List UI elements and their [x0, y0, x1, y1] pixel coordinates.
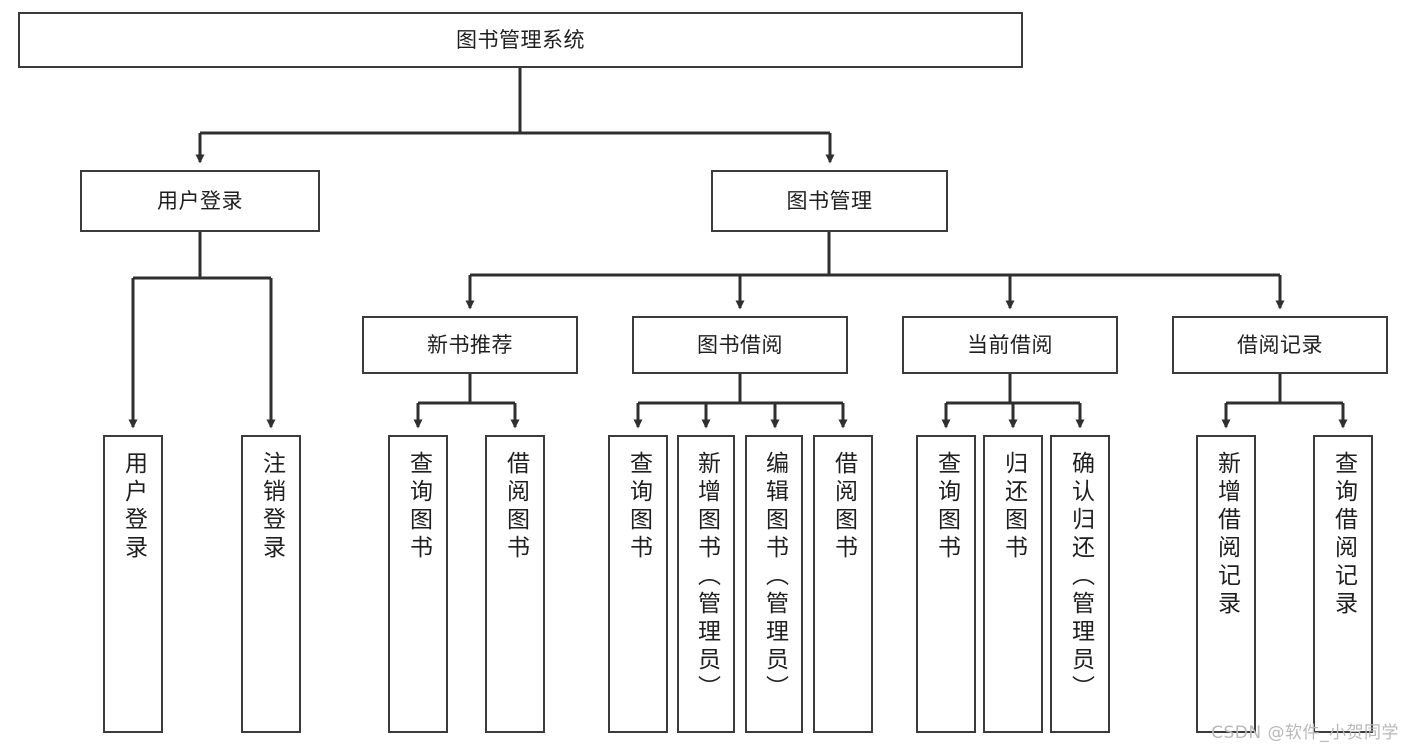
leaf-bb-borrow[interactable]: 借阅图书	[813, 435, 873, 733]
leaf-user-logout[interactable]: 注销登录	[241, 435, 301, 733]
leaf-cb-query[interactable]: 查询图书	[916, 435, 976, 733]
leaf-cb-confirm[interactable]: 确认归还（管理员）	[1050, 435, 1110, 733]
leaf-nbr-borrow-label: 借阅图书	[502, 451, 529, 563]
leaf-bb-query[interactable]: 查询图书	[608, 435, 668, 733]
leaf-bb-query-label: 查询图书	[625, 451, 652, 563]
node-user-login-label: 用户登录	[157, 188, 243, 213]
node-new-book-rec-label: 新书推荐	[427, 332, 513, 357]
leaf-cb-return[interactable]: 归还图书	[983, 435, 1043, 733]
leaf-bb-edit-label: 编辑图书（管理员）	[761, 451, 788, 703]
watermark-text: CSDN @软件_小贺同学	[1211, 723, 1399, 743]
node-book-borrow[interactable]: 图书借阅	[632, 316, 848, 374]
node-root-label: 图书管理系统	[456, 27, 585, 52]
leaf-bb-add-label: 新增图书（管理员）	[693, 451, 720, 703]
node-root[interactable]: 图书管理系统	[18, 12, 1023, 68]
leaf-br-query-label: 查询借阅记录	[1330, 451, 1357, 619]
leaf-user-login-label: 用户登录	[120, 451, 147, 563]
leaf-nbr-borrow[interactable]: 借阅图书	[485, 435, 545, 733]
leaf-bb-borrow-label: 借阅图书	[830, 451, 857, 563]
leaf-cb-return-label: 归还图书	[1000, 451, 1027, 563]
leaf-nbr-query-label: 查询图书	[405, 451, 432, 563]
leaf-cb-confirm-label: 确认归还（管理员）	[1067, 451, 1094, 703]
leaf-br-query[interactable]: 查询借阅记录	[1313, 435, 1373, 733]
node-book-manage[interactable]: 图书管理	[711, 170, 948, 232]
leaf-bb-add[interactable]: 新增图书（管理员）	[677, 435, 735, 733]
leaf-cb-query-label: 查询图书	[933, 451, 960, 563]
leaf-nbr-query[interactable]: 查询图书	[388, 435, 448, 733]
node-borrow-record[interactable]: 借阅记录	[1172, 316, 1388, 374]
node-book-borrow-label: 图书借阅	[697, 332, 783, 357]
leaf-user-login[interactable]: 用户登录	[103, 435, 163, 733]
node-new-book-rec[interactable]: 新书推荐	[362, 316, 578, 374]
node-borrow-record-label: 借阅记录	[1237, 332, 1323, 357]
leaf-user-logout-label: 注销登录	[258, 451, 285, 563]
node-current-borrow[interactable]: 当前借阅	[902, 316, 1118, 374]
node-book-manage-label: 图书管理	[786, 188, 873, 213]
leaf-bb-edit[interactable]: 编辑图书（管理员）	[745, 435, 803, 733]
leaf-br-add-label: 新增借阅记录	[1213, 451, 1240, 619]
node-user-login[interactable]: 用户登录	[80, 170, 320, 232]
leaf-br-add[interactable]: 新增借阅记录	[1196, 435, 1256, 733]
node-current-borrow-label: 当前借阅	[967, 332, 1053, 357]
